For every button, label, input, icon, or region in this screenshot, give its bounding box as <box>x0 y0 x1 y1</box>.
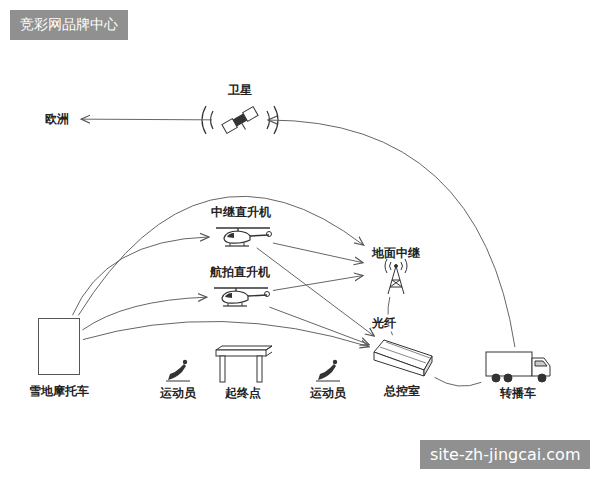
node-label: 总控室 <box>384 384 420 399</box>
connector-arrow <box>273 243 363 263</box>
node-text-group: 卫星 <box>228 83 252 98</box>
connector-arrow <box>435 377 482 386</box>
node-label: 中继直升机 <box>211 205 271 220</box>
node-label: 地面中继 <box>372 246 420 261</box>
start-finish-gate <box>216 346 272 382</box>
node-text-group: 地面中继 <box>372 246 420 261</box>
node-label: 转播车 <box>500 386 536 401</box>
node-label: 航拍直升机 <box>210 265 270 280</box>
connector-arrow <box>81 119 212 121</box>
destination-node: 欧洲 <box>36 110 78 128</box>
connector-arrow <box>83 321 369 346</box>
athlete-icon <box>166 360 190 381</box>
watermark: site-zh-jingcai.com <box>420 440 590 469</box>
node-text-group: 欧洲 <box>45 112 69 127</box>
helicopter-node: 中继直升机 <box>212 226 270 246</box>
node-label: 卫星 <box>228 83 252 98</box>
tower-icon <box>385 259 407 294</box>
node-text-group: 航拍直升机 <box>210 265 270 280</box>
connector-arrow <box>82 297 207 330</box>
watermark: 竞彩网品牌中心 <box>10 10 128 40</box>
node-text-group: 中继直升机 <box>211 205 271 220</box>
control-room-node: 总控室 <box>372 338 432 376</box>
connector-arrow <box>78 196 363 315</box>
relay-tower-node: 地面中继 <box>366 246 426 294</box>
connector-arrow <box>257 248 375 336</box>
helicopter-icon <box>216 228 272 246</box>
connector-arrow <box>72 237 209 315</box>
text-label: 运动员 <box>310 385 346 402</box>
text-label: 起终点 <box>225 385 261 402</box>
node-label: 欧洲 <box>45 112 69 127</box>
helicopter-node: 航拍直升机 <box>210 286 270 306</box>
node-text-group: 雪地摩托车 <box>29 384 89 399</box>
connector-arrow <box>273 275 363 290</box>
satellite-icon <box>202 106 278 139</box>
snowmobile-node: 雪地摩托车 <box>38 318 80 375</box>
node-label: 雪地摩托车 <box>29 384 89 399</box>
broadcast-truck-node: 转播车 <box>484 350 552 384</box>
text-label: 运动员 <box>160 385 196 402</box>
control-room-icon <box>374 340 432 376</box>
edge-label: 光纤 <box>372 315 396 332</box>
connector-arrow <box>269 307 369 345</box>
connector-arrow <box>268 120 515 347</box>
broadcast-truck-icon <box>486 352 550 382</box>
satellite-node: 卫星 <box>215 102 265 138</box>
node-text-group: 转播车 <box>500 386 536 401</box>
helicopter-icon <box>214 288 270 306</box>
athlete-icon <box>316 360 340 381</box>
node-text-group: 总控室 <box>384 384 420 399</box>
